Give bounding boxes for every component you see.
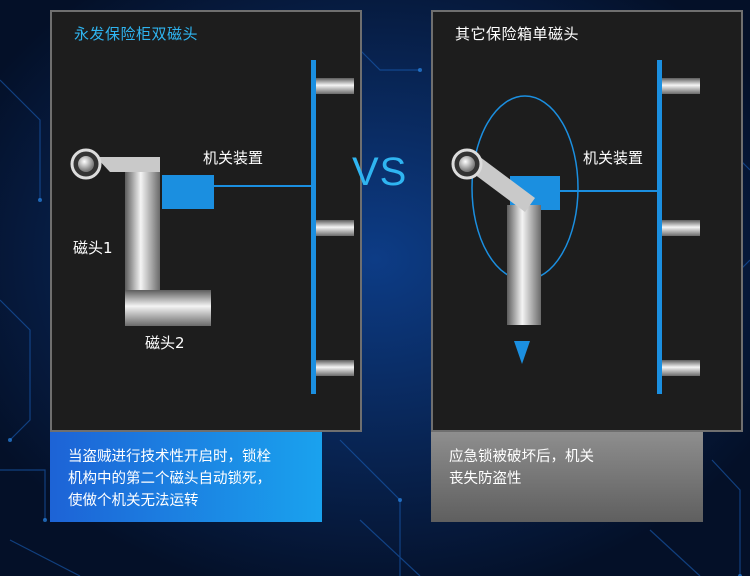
- left-lock-bars: [311, 60, 354, 394]
- right-caption-line: 应急锁被破坏后，机关: [449, 449, 594, 465]
- left-caption-line: 使做个机关无法运转: [68, 493, 199, 509]
- down-arrow-icon: [514, 341, 530, 364]
- magnet-2-label: 磁头2: [145, 334, 185, 352]
- left-switch-block: [162, 175, 214, 209]
- right-lock-bars: [657, 60, 700, 394]
- left-diagram-panel: 永发保险柜双磁头: [50, 10, 362, 432]
- left-panel-title: 永发保险柜双磁头: [74, 25, 199, 43]
- right-caption-line: 丧失防盗性: [449, 471, 522, 487]
- magnet-2-bar: [125, 290, 211, 326]
- left-caption-box: 当盗贼进行技术性开启时，锁栓 机构中的第二个磁头自动锁死， 使做个机关无法运转: [50, 432, 322, 522]
- right-lever-arm: [466, 154, 535, 212]
- left-caption-line: 机构中的第二个磁头自动锁死，: [68, 471, 271, 487]
- right-switch-label: 机关装置: [583, 149, 644, 167]
- left-lever-arm: [96, 157, 160, 172]
- right-pivot-icon: [451, 148, 483, 180]
- right-magnet-bar: [507, 205, 541, 325]
- magnet-1-label: 磁头1: [73, 239, 113, 257]
- vs-label: VS: [352, 150, 408, 194]
- magnet-1-bar: [125, 172, 160, 292]
- right-caption-box: 应急锁被破坏后，机关 丧失防盗性: [431, 432, 703, 522]
- left-switch-label: 机关装置: [203, 149, 264, 167]
- left-caption-line: 当盗贼进行技术性开启时，锁栓: [68, 449, 271, 465]
- left-pivot-icon: [70, 148, 102, 180]
- right-panel-title: 其它保险箱单磁头: [455, 25, 580, 43]
